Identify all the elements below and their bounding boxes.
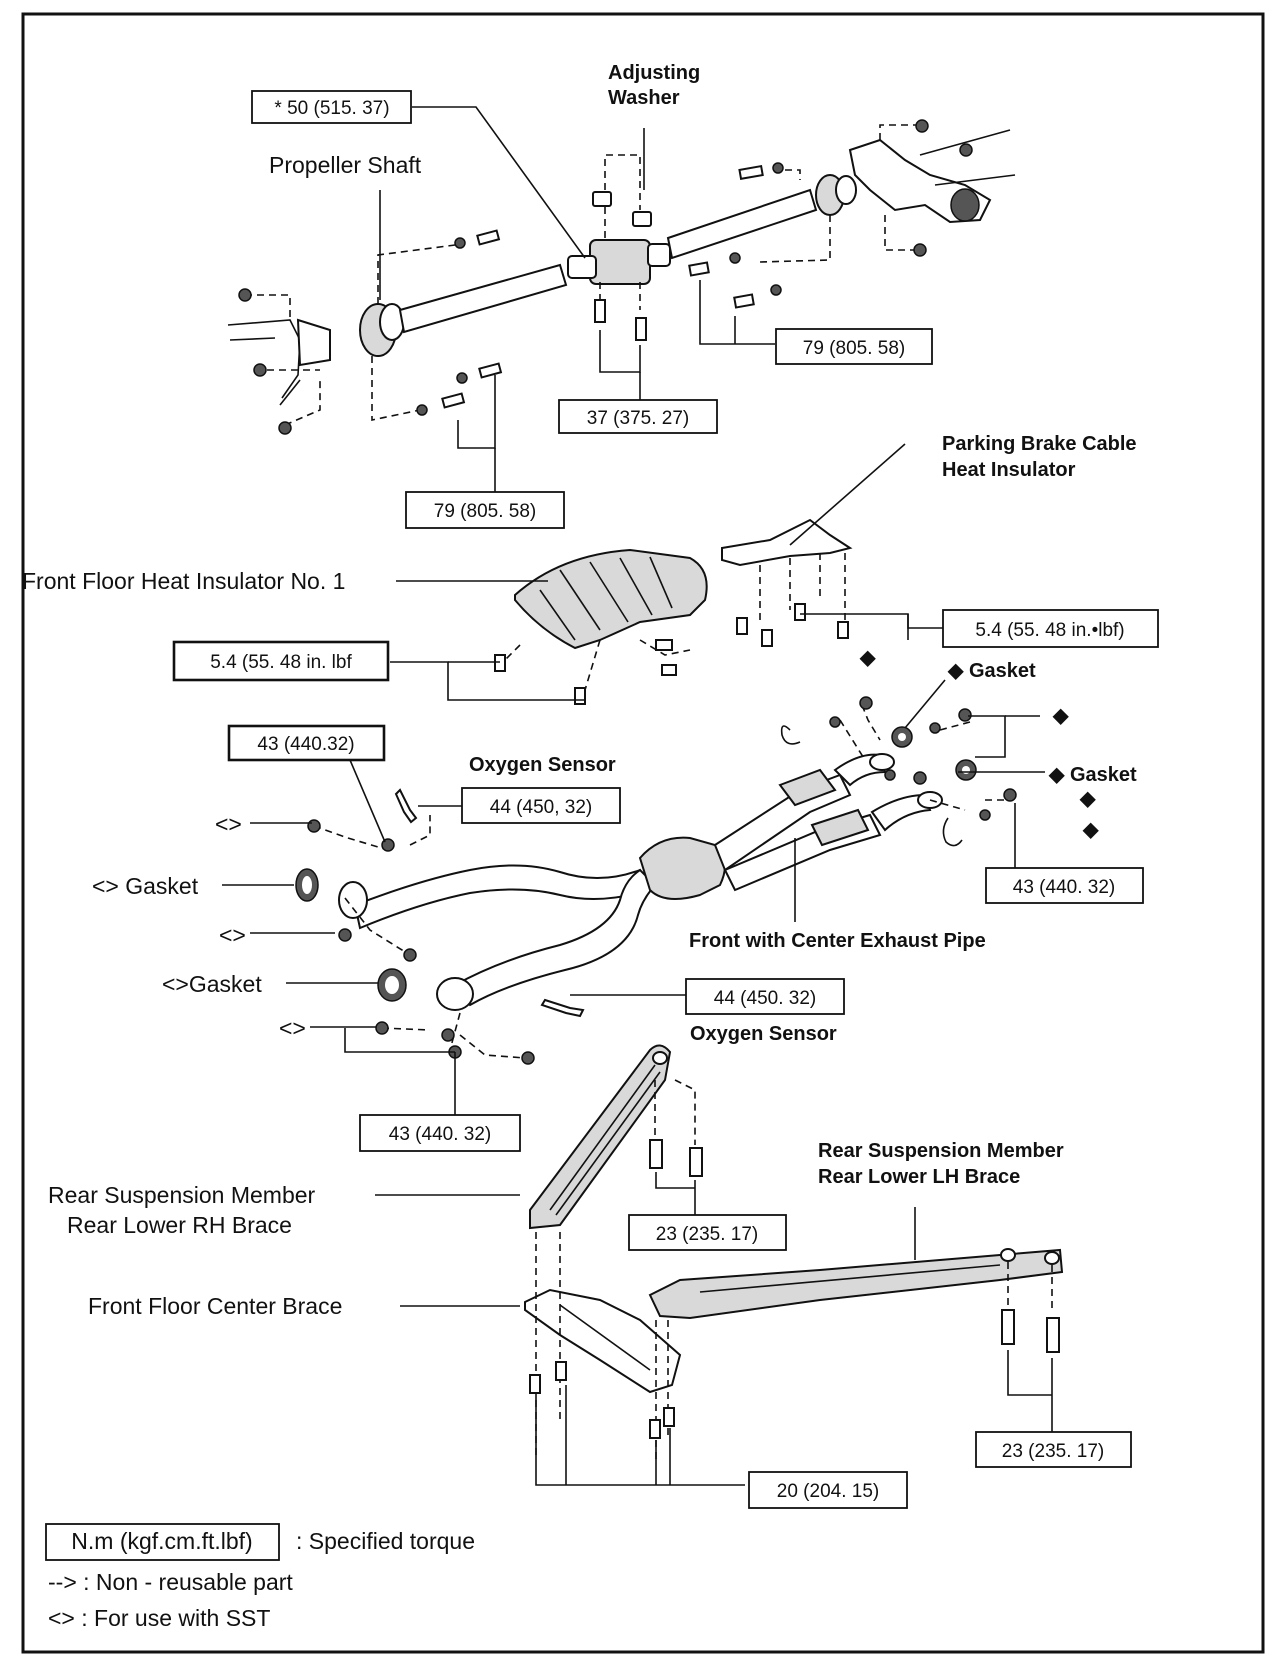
- torque-5-4-left: 5.4 (55. 48 in. lbf: [210, 652, 352, 673]
- torque-79-left: 79 (805. 58): [434, 501, 536, 522]
- legend-unit-description: : Specified torque: [296, 1528, 475, 1554]
- torque-box-23-center: [628, 1214, 787, 1251]
- torque-box-44-bottom: [685, 978, 845, 1015]
- braces-drawing: [375, 1044, 1064, 1486]
- label-rear-lh-brace-1: Rear Suspension Member: [818, 1140, 1064, 1162]
- torque-44-top: 44 (450, 32): [490, 797, 592, 818]
- torque-box-43-bottom: [359, 1114, 521, 1152]
- torque-box-5-4-left: [172, 640, 390, 682]
- label-rear-lh-brace-2: Rear Lower LH Brace: [818, 1166, 1020, 1188]
- torque-43-bottom: 43 (440. 32): [389, 1124, 491, 1145]
- torque-box-23-right: [975, 1431, 1132, 1468]
- torque-5-4-right: 5.4 (55. 48 in.•lbf): [975, 620, 1124, 641]
- label-rear-rh-brace-2: Rear Lower RH Brace: [67, 1212, 292, 1238]
- label-front-floor-center-brace: Front Floor Center Brace: [88, 1293, 342, 1319]
- label-adjusting-washer-1: Adjusting: [608, 62, 700, 84]
- torque-44-bottom: 44 (450. 32): [714, 988, 816, 1009]
- torque-23-center: 23 (235. 17): [656, 1224, 758, 1245]
- torque-23-right: 23 (235. 17): [1002, 1441, 1104, 1462]
- heat-insulators-drawing: [390, 443, 943, 705]
- torque-50: * 50 (515. 37): [274, 98, 389, 119]
- label-oxygen-sensor-bottom: Oxygen Sensor: [690, 1023, 837, 1045]
- label-gasket-top-2: ◆ Gasket: [1048, 764, 1137, 786]
- diagram-frame: [21, 12, 1265, 1654]
- torque-box-43-right: [985, 867, 1144, 904]
- torque-43-right: 43 (440. 32): [1013, 877, 1115, 898]
- label-parking-brake-1: Parking Brake Cable: [942, 433, 1137, 455]
- torque-box-5-4-right: [942, 609, 1159, 648]
- legend-unit: N.m (kgf.cm.ft.lbf): [71, 1528, 252, 1554]
- torque-43-left: 43 (440.32): [257, 734, 354, 755]
- torque-box-20: [748, 1471, 908, 1509]
- label-adjusting-washer-2: Washer: [608, 87, 680, 109]
- label-rear-rh-brace-1: Rear Suspension Member: [48, 1182, 316, 1208]
- label-diamond-1: ◆: [859, 647, 876, 669]
- torque-box-44-top: [461, 787, 621, 824]
- legend-nonreusable: --> : Non - reusable part: [48, 1569, 293, 1595]
- label-sst-mark-3: <>: [279, 1015, 306, 1041]
- torque-box-37: [558, 399, 718, 434]
- label-diamond-4: ◆: [1082, 819, 1099, 841]
- label-sst-gasket-1: <> Gasket: [92, 873, 199, 899]
- legend-sst: <> : For use with SST: [48, 1605, 270, 1631]
- label-front-floor-heat-insulator: Front Floor Heat Insulator No. 1: [22, 568, 345, 594]
- label-parking-brake-2: Heat Insulator: [942, 459, 1076, 481]
- torque-79-top: 79 (805. 58): [803, 338, 905, 359]
- torque-box-79-top: [775, 328, 933, 365]
- label-diamond-2: ◆: [1052, 705, 1069, 727]
- legend-unit-box: [45, 1523, 280, 1561]
- label-propeller-shaft: Propeller Shaft: [269, 152, 422, 178]
- label-oxygen-sensor-top: Oxygen Sensor: [469, 754, 616, 776]
- torque-37: 37 (375. 27): [587, 408, 689, 429]
- label-gasket-top-1: ◆ Gasket: [947, 660, 1036, 682]
- torque-20: 20 (204. 15): [777, 1481, 879, 1502]
- propeller-shaft-drawing: [227, 106, 1016, 492]
- label-diamond-3: ◆: [1079, 788, 1096, 810]
- label-sst-mark-2: <>: [219, 922, 246, 948]
- exhaust-pipe-drawing: [222, 679, 1045, 1115]
- label-exhaust-pipe: Front with Center Exhaust Pipe: [689, 930, 986, 952]
- torque-box-50: [251, 90, 412, 124]
- torque-box-79-left: [405, 491, 565, 529]
- torque-box-43-left: [227, 724, 386, 762]
- label-sst-mark-1: <>: [215, 811, 242, 837]
- label-sst-gasket-2: <>Gasket: [162, 971, 262, 997]
